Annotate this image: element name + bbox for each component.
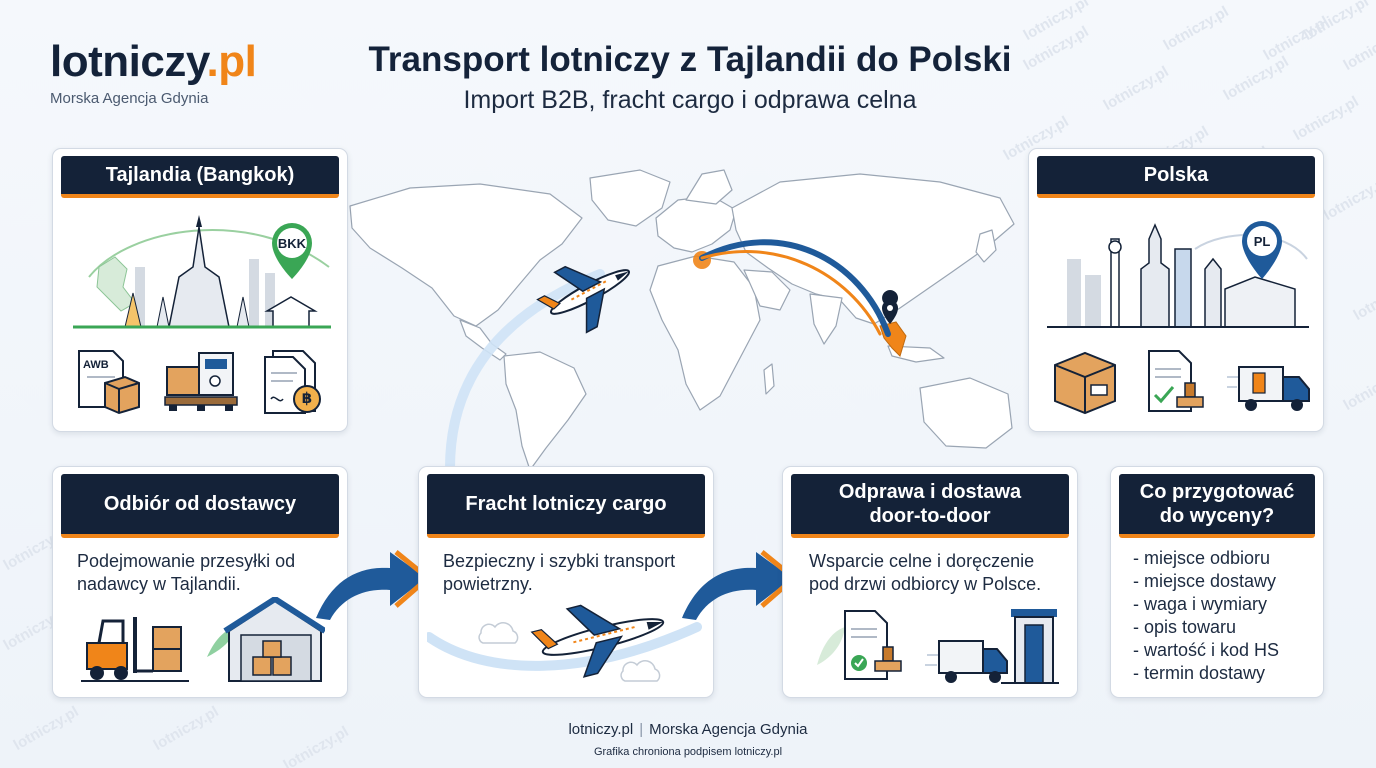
route-arc-orange — [700, 250, 882, 336]
box-icon — [1054, 351, 1116, 415]
customs-delivery-illustration — [817, 609, 1059, 684]
pl-location-pin-icon: PL — [1239, 219, 1285, 281]
arrow-right-icon — [316, 550, 430, 620]
logo-agency: Morska Agencja Gdynia — [50, 90, 209, 107]
page-subtitle: Import B2B, fracht cargo i odprawa celna — [463, 86, 917, 114]
map-australia — [919, 377, 1013, 449]
quote-checklist-card: Co przygotować do wyceny? - miejsce odbi… — [1110, 466, 1324, 698]
warehouse-icon — [207, 597, 325, 682]
route-arc-blue — [699, 239, 891, 337]
step-card-airfreight: Fracht lotniczy cargo Bezpieczny i szybk… — [418, 466, 714, 698]
checklist-item: - miejsce dostawy — [1133, 571, 1277, 591]
baht-symbol: ฿ — [301, 390, 313, 407]
footer-agency: Morska Agencja Gdynia — [649, 721, 808, 738]
forklift-icon — [81, 617, 189, 682]
map-south-america — [503, 351, 587, 471]
checklist-item: - miejsce odbioru — [1133, 548, 1271, 568]
map-japan — [975, 229, 997, 263]
watermark-text: lotniczy.pl — [1300, 0, 1372, 44]
map-asia — [731, 173, 1015, 325]
footer-site: lotniczy.pl — [568, 721, 634, 738]
airplane-icon — [536, 265, 631, 334]
checklist-list: - miejsce odbioru - miejsce dostawy - waga… — [1133, 547, 1279, 685]
awb-document-icon: AWB — [75, 347, 141, 415]
pl-pin-label: PL — [1253, 234, 1271, 249]
door-icon — [1001, 609, 1059, 684]
warsaw-skyline-illustration — [1047, 223, 1309, 328]
location-pin-icon — [882, 290, 899, 324]
logo: lotniczy.pl Morska Agencja Gdynia — [50, 37, 257, 108]
logo-text: lotniczy — [50, 37, 207, 86]
step-title-airfreight: Fracht lotniczy cargo — [427, 474, 705, 538]
step-card-clearance: Odprawa i dostawa door-to-door Wsparcie … — [782, 466, 1078, 698]
delivery-truck-icon — [925, 640, 1008, 683]
bkk-location-pin-icon: BKK — [269, 221, 315, 281]
world-map — [349, 169, 1015, 473]
map-india — [809, 293, 843, 345]
watermark-text: lotniczy.pl — [1220, 53, 1292, 104]
watermark-text: lotniczy.pl — [1290, 93, 1362, 144]
flight-trail — [445, 269, 605, 473]
logo-tld: .pl — [206, 37, 257, 86]
delivery-truck-icon — [1227, 366, 1310, 411]
watermark-text: lotniczy.pl — [1340, 23, 1376, 74]
watermark-text: lotniczy.pl — [1320, 173, 1376, 224]
checklist-item: - wartość i kod HS — [1133, 640, 1280, 660]
stamped-document-icon — [844, 610, 902, 680]
invoice-icon: ฿ — [263, 349, 323, 415]
step-desc-airfreight: Bezpieczny i szybki transport powietrzny… — [443, 551, 676, 595]
pallet-machine-icon — [164, 352, 238, 411]
checklist-title: Co przygotować do wyceny? — [1119, 474, 1315, 538]
checklist-item: - waga i wymiary — [1133, 594, 1268, 614]
step-title-clearance: Odprawa i dostawa door-to-door — [791, 474, 1069, 538]
page-title: Transport lotniczy z Tajlandii do Polski — [368, 40, 1012, 79]
origin-title: Tajlandia (Bangkok) — [61, 156, 339, 198]
map-europe — [655, 195, 737, 253]
step-desc-pickup: Podejmowanie przesyłki od nadawcy w Tajl… — [77, 551, 296, 595]
map-arabia — [743, 269, 791, 311]
step-title-pickup: Odbiór od dostawcy — [61, 474, 339, 538]
map-scandinavia — [685, 169, 733, 205]
step-desc-clearance: Wsparcie celne i doręczenie pod drzwi od… — [809, 551, 1042, 595]
checklist-item: - termin dostawy — [1133, 663, 1266, 683]
bkk-pin-label: BKK — [277, 236, 307, 251]
watermark-text: lotniczy.pl — [1350, 273, 1376, 324]
footer-note: Grafika chroniona podpisem lotniczy.pl — [593, 746, 783, 758]
map-africa — [649, 255, 761, 411]
watermark-text: lotniczy.pl — [1160, 3, 1232, 54]
destination-card: Polska PL — [1028, 148, 1324, 432]
footer: lotniczy.pl|Morska Agencja Gdynia — [568, 721, 808, 738]
cargo-airplane-illustration — [427, 604, 702, 682]
destination-title: Polska — [1037, 156, 1315, 198]
stamped-document-icon — [1148, 350, 1204, 412]
cargo-airplane-icon — [530, 604, 665, 678]
arrow-right-icon — [682, 550, 796, 620]
watermark-text: lotniczy.pl — [1340, 363, 1376, 414]
step-card-pickup: Odbiór od dostawcy Podejmowanie przesyłk… — [52, 466, 348, 698]
awb-label: AWB — [83, 359, 109, 371]
map-madagascar — [763, 363, 775, 395]
bangkok-skyline-illustration — [73, 215, 331, 329]
checklist-item: - opis towaru — [1133, 617, 1237, 637]
map-greenland — [589, 169, 671, 227]
cloud-icon — [478, 622, 519, 644]
origin-card: Tajlandia (Bangkok) BKK AWB — [52, 148, 348, 432]
watermark-text: lotniczy.pl — [1100, 63, 1172, 114]
map-north-america — [349, 183, 583, 327]
